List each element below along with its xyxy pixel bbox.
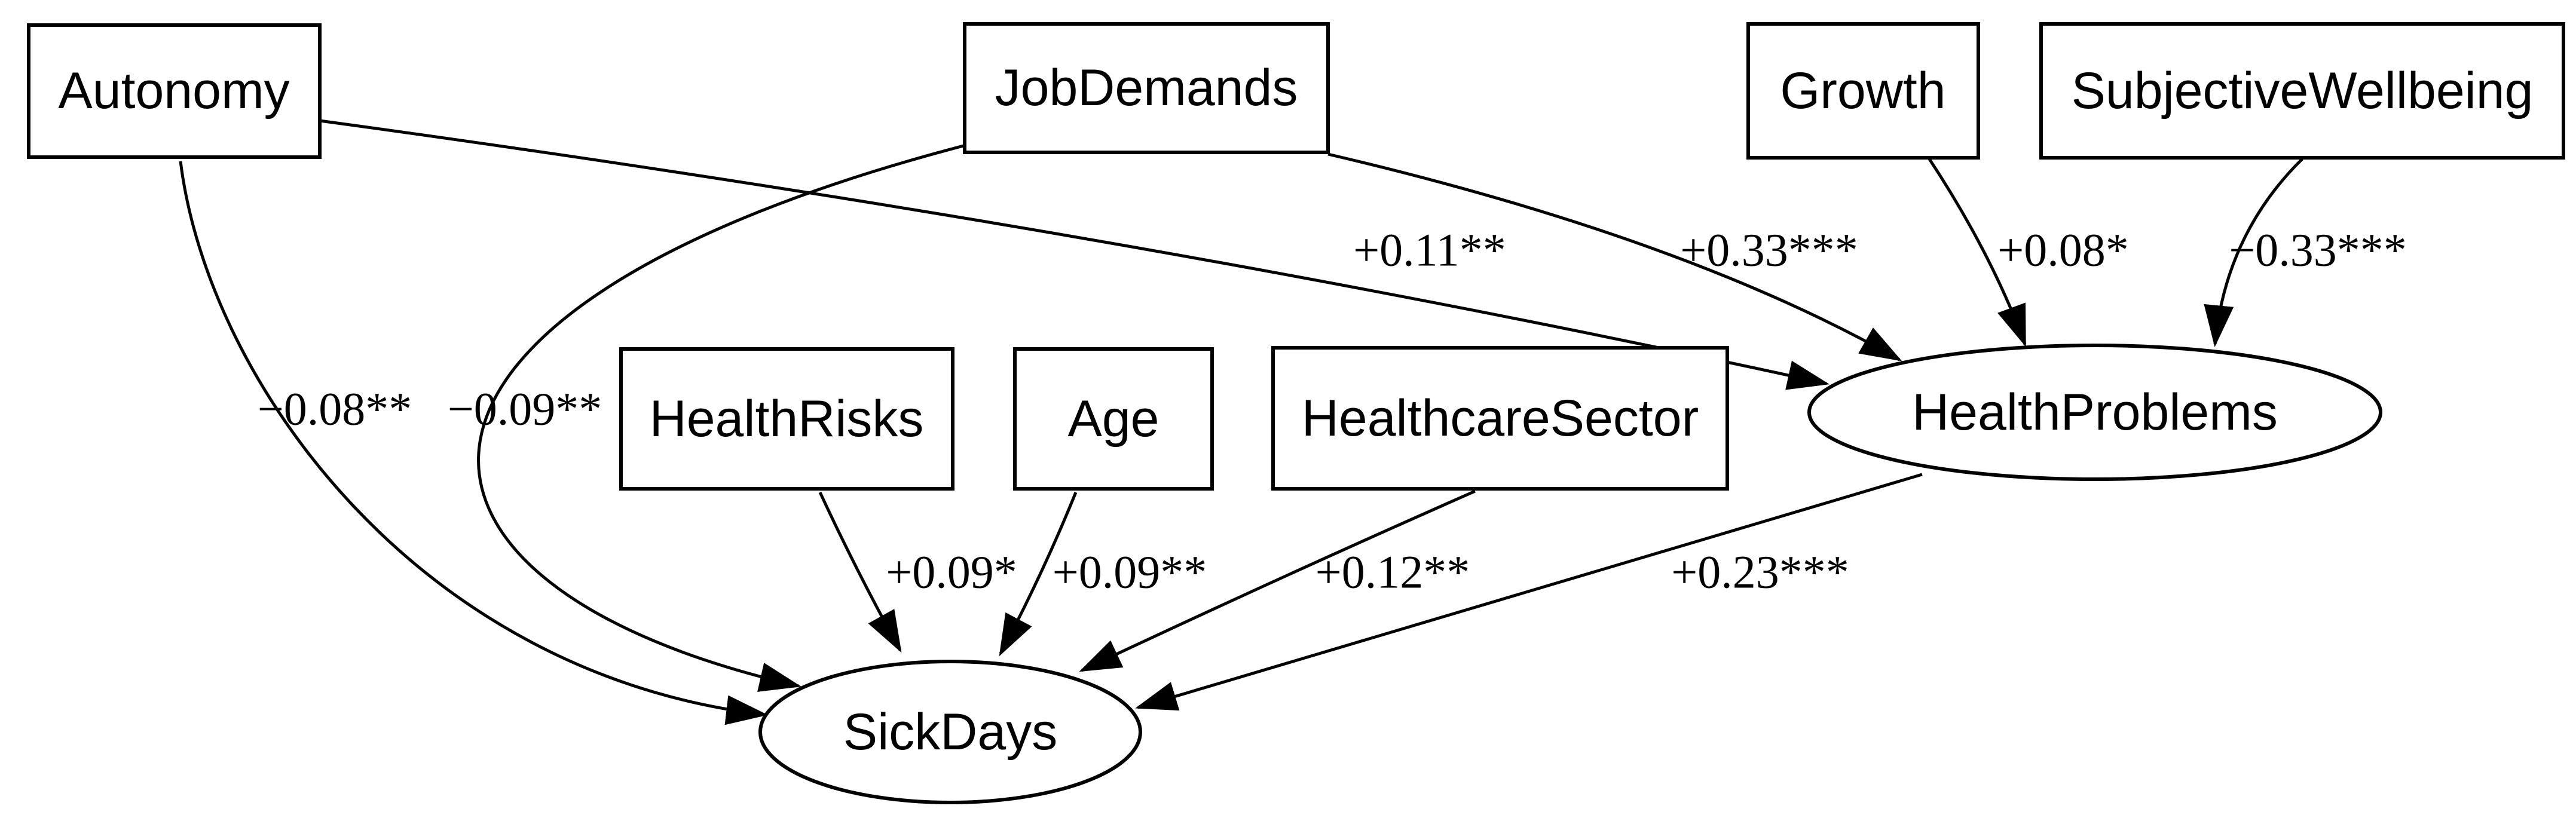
edge-label-jobdemands-healthproblems: +0.33*** [1680, 224, 1858, 276]
node-growth-label: Growth [1780, 62, 1945, 120]
edge-autonomy-healthproblems [319, 119, 1829, 390]
edge-subjectivewellbeing-healthproblems [2204, 158, 2303, 347]
node-autonomy-label: Autonomy [58, 62, 289, 120]
edges [179, 119, 2303, 725]
node-subjectivewellbeing: SubjectiveWellbeing [2039, 22, 2565, 160]
node-autonomy-box [27, 23, 322, 159]
node-healthcaresector-label: HealthcareSector [1302, 390, 1699, 447]
node-subjectivewellbeing-label: SubjectiveWellbeing [2072, 62, 2534, 120]
edge-jobdemands-sickdays [477, 144, 964, 692]
node-healthcaresector-box [1271, 346, 1729, 491]
node-growth: Growth [1746, 22, 1980, 160]
node-growth-box [1746, 22, 1980, 160]
edge-labels: +0.11** +0.33*** +0.08* −0.33*** −0.08**… [258, 224, 2407, 598]
node-autonomy: Autonomy [27, 23, 322, 159]
edge-growth-healthproblems [1928, 158, 2027, 347]
node-healthproblems-label: HealthProblems [1912, 384, 2278, 441]
node-healthcaresector: HealthcareSector [1271, 346, 1729, 491]
node-sickdays-ellipse [758, 660, 1142, 804]
node-jobdemands-label: JobDemands [995, 59, 1298, 117]
edge-label-subjectivewellbeing-healthproblems: −0.33*** [2229, 224, 2407, 276]
edge-autonomy-sickdays [179, 161, 768, 725]
nodes: Autonomy JobDemands Growth SubjectiveWel… [27, 22, 2565, 804]
node-healthrisks: HealthRisks [619, 347, 954, 491]
node-sickdays-label: SickDays [843, 703, 1057, 761]
node-healthrisks-box [619, 347, 954, 491]
node-healthrisks-label: HealthRisks [650, 390, 924, 448]
node-jobdemands: JobDemands [963, 22, 1330, 154]
edge-age-sickdays [999, 492, 1078, 657]
edge-label-autonomy-healthproblems: +0.11** [1353, 224, 1506, 276]
node-sickdays: SickDays [758, 660, 1142, 804]
node-age-label: Age [1067, 390, 1159, 448]
node-subjectivewellbeing-box [2039, 22, 2565, 160]
edge-label-age-sickdays: +0.09** [1053, 546, 1207, 598]
node-healthproblems-ellipse [1807, 344, 2382, 481]
edge-healthproblems-sickdays [1135, 473, 1923, 711]
node-jobdemands-box [963, 22, 1330, 154]
node-age-box [1013, 347, 1214, 491]
edge-jobdemands-healthproblems [1327, 152, 1902, 362]
node-age: Age [1013, 347, 1214, 491]
edge-label-healthproblems-sickdays: +0.23*** [1671, 546, 1849, 598]
edge-label-growth-healthproblems: +0.08* [1997, 224, 2129, 276]
edge-label-autonomy-sickdays: −0.08** [258, 383, 412, 435]
node-healthproblems: HealthProblems [1807, 344, 2382, 481]
edge-label-healthcaresector-sickdays: +0.12** [1315, 546, 1470, 598]
edge-healthrisks-sickdays [818, 491, 902, 653]
edge-label-healthrisks-sickdays: +0.09* [886, 546, 1017, 598]
edge-label-jobdemands-sickdays: −0.09** [448, 383, 602, 435]
edge-healthcaresector-sickdays [1079, 489, 1476, 672]
